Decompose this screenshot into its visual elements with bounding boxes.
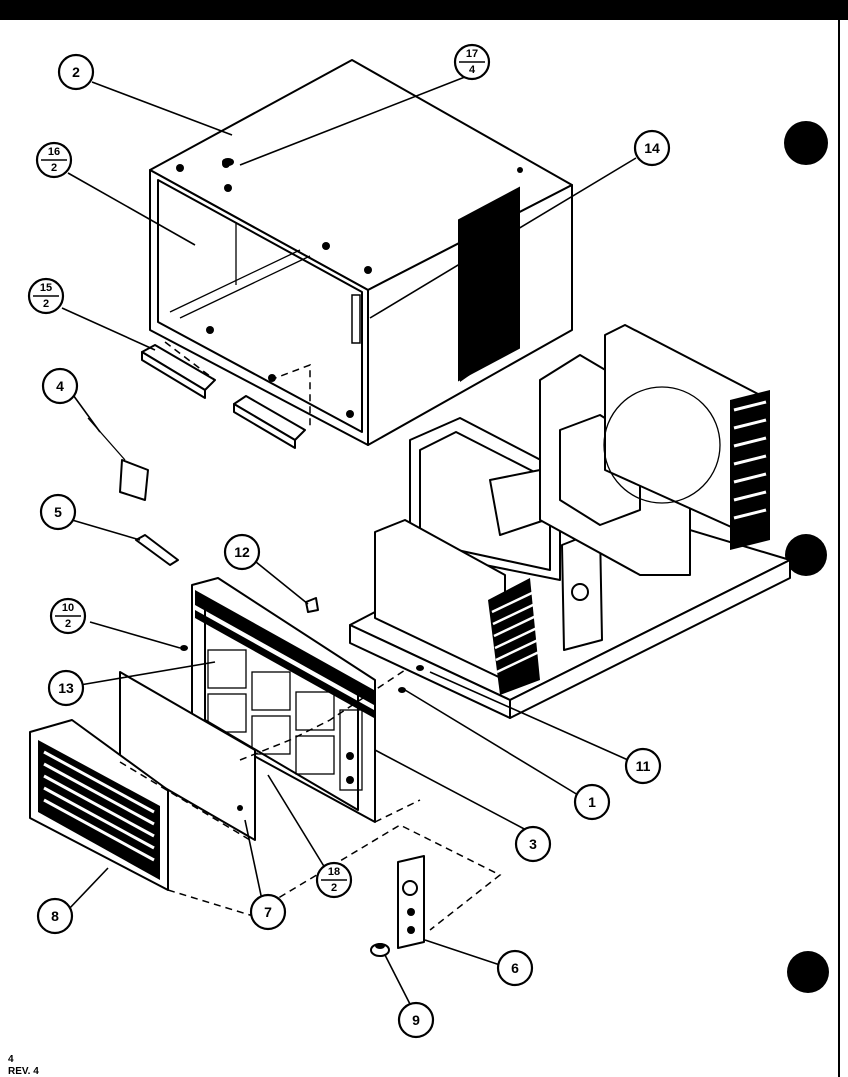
callout-5-label: 5: [54, 504, 62, 520]
screw-1: [398, 687, 406, 693]
screw-10: [180, 645, 188, 651]
callout-17[interactable]: 17 4: [453, 43, 491, 81]
callout-7[interactable]: 7: [249, 893, 287, 931]
callout-8-label: 8: [51, 908, 59, 924]
callout-2[interactable]: 2: [57, 53, 95, 91]
callout-5[interactable]: 5: [39, 493, 77, 531]
callout-2-label: 2: [72, 64, 80, 80]
filter: [119, 671, 256, 841]
screw-17: [222, 158, 234, 166]
callout-9-label: 9: [412, 1012, 420, 1028]
screw-11: [416, 665, 424, 671]
footer-revision: REV. 4: [8, 1066, 39, 1077]
callout-6-label: 6: [511, 960, 519, 976]
callout-1-label: 1: [588, 794, 596, 810]
callout-13[interactable]: 13: [47, 669, 85, 707]
callout-12[interactable]: 12: [223, 533, 261, 571]
callout-16[interactable]: 16 2: [35, 141, 73, 179]
callout-16-top: 16: [48, 146, 60, 158]
callout-18-top: 18: [328, 866, 340, 878]
callout-17-top: 17: [466, 48, 478, 60]
front-grille: [29, 719, 169, 891]
callout-3[interactable]: 3: [514, 825, 552, 863]
tube-part-5: [135, 534, 179, 566]
punch-hole-top: [784, 121, 828, 165]
condenser-coil: [603, 324, 770, 550]
mounting-bracket-left: [141, 344, 216, 399]
callout-14[interactable]: 14: [633, 129, 671, 167]
callout-10[interactable]: 10 2: [49, 597, 87, 635]
front-panel: [191, 577, 376, 823]
callout-7-label: 7: [264, 904, 272, 920]
callout-4-label: 4: [56, 378, 64, 394]
callout-9[interactable]: 9: [397, 1001, 435, 1039]
evaporator-housing: [374, 417, 561, 695]
callout-16-bottom: 2: [51, 162, 57, 174]
callout-14-label: 14: [644, 140, 660, 156]
callout-11-label: 11: [636, 758, 651, 774]
control-plate: [397, 855, 425, 949]
callout-17-bottom: 4: [469, 64, 476, 76]
callout-6[interactable]: 6: [496, 949, 534, 987]
callout-10-top: 10: [62, 602, 74, 614]
callout-18[interactable]: 18 2: [315, 861, 353, 899]
mounting-bracket-right: [233, 395, 306, 449]
callout-3-label: 3: [529, 836, 537, 852]
callout-15-top: 15: [40, 282, 52, 294]
callout-1[interactable]: 1: [573, 783, 611, 821]
cabinet-side-grille: [460, 220, 520, 382]
callout-15[interactable]: 15 2: [27, 277, 65, 315]
punch-hole-bottom: [787, 951, 829, 993]
clip-part-12: [305, 597, 319, 613]
punch-hole-middle: [785, 534, 827, 576]
clip-part-4: [87, 417, 149, 501]
knob-part-9: [370, 943, 390, 957]
callout-13-label: 13: [58, 680, 74, 696]
callout-10-bottom: 2: [65, 618, 71, 630]
top-border: [0, 0, 848, 20]
leader-lines: [61, 74, 637, 1009]
footer-page-number: 4: [8, 1054, 14, 1065]
callout-4[interactable]: 4: [41, 367, 79, 405]
callout-18-bottom: 2: [331, 882, 337, 894]
callout-11[interactable]: 11: [624, 747, 662, 785]
callout-8[interactable]: 8: [36, 897, 74, 935]
callout-12-label: 12: [234, 544, 250, 560]
callout-15-bottom: 2: [43, 298, 49, 310]
